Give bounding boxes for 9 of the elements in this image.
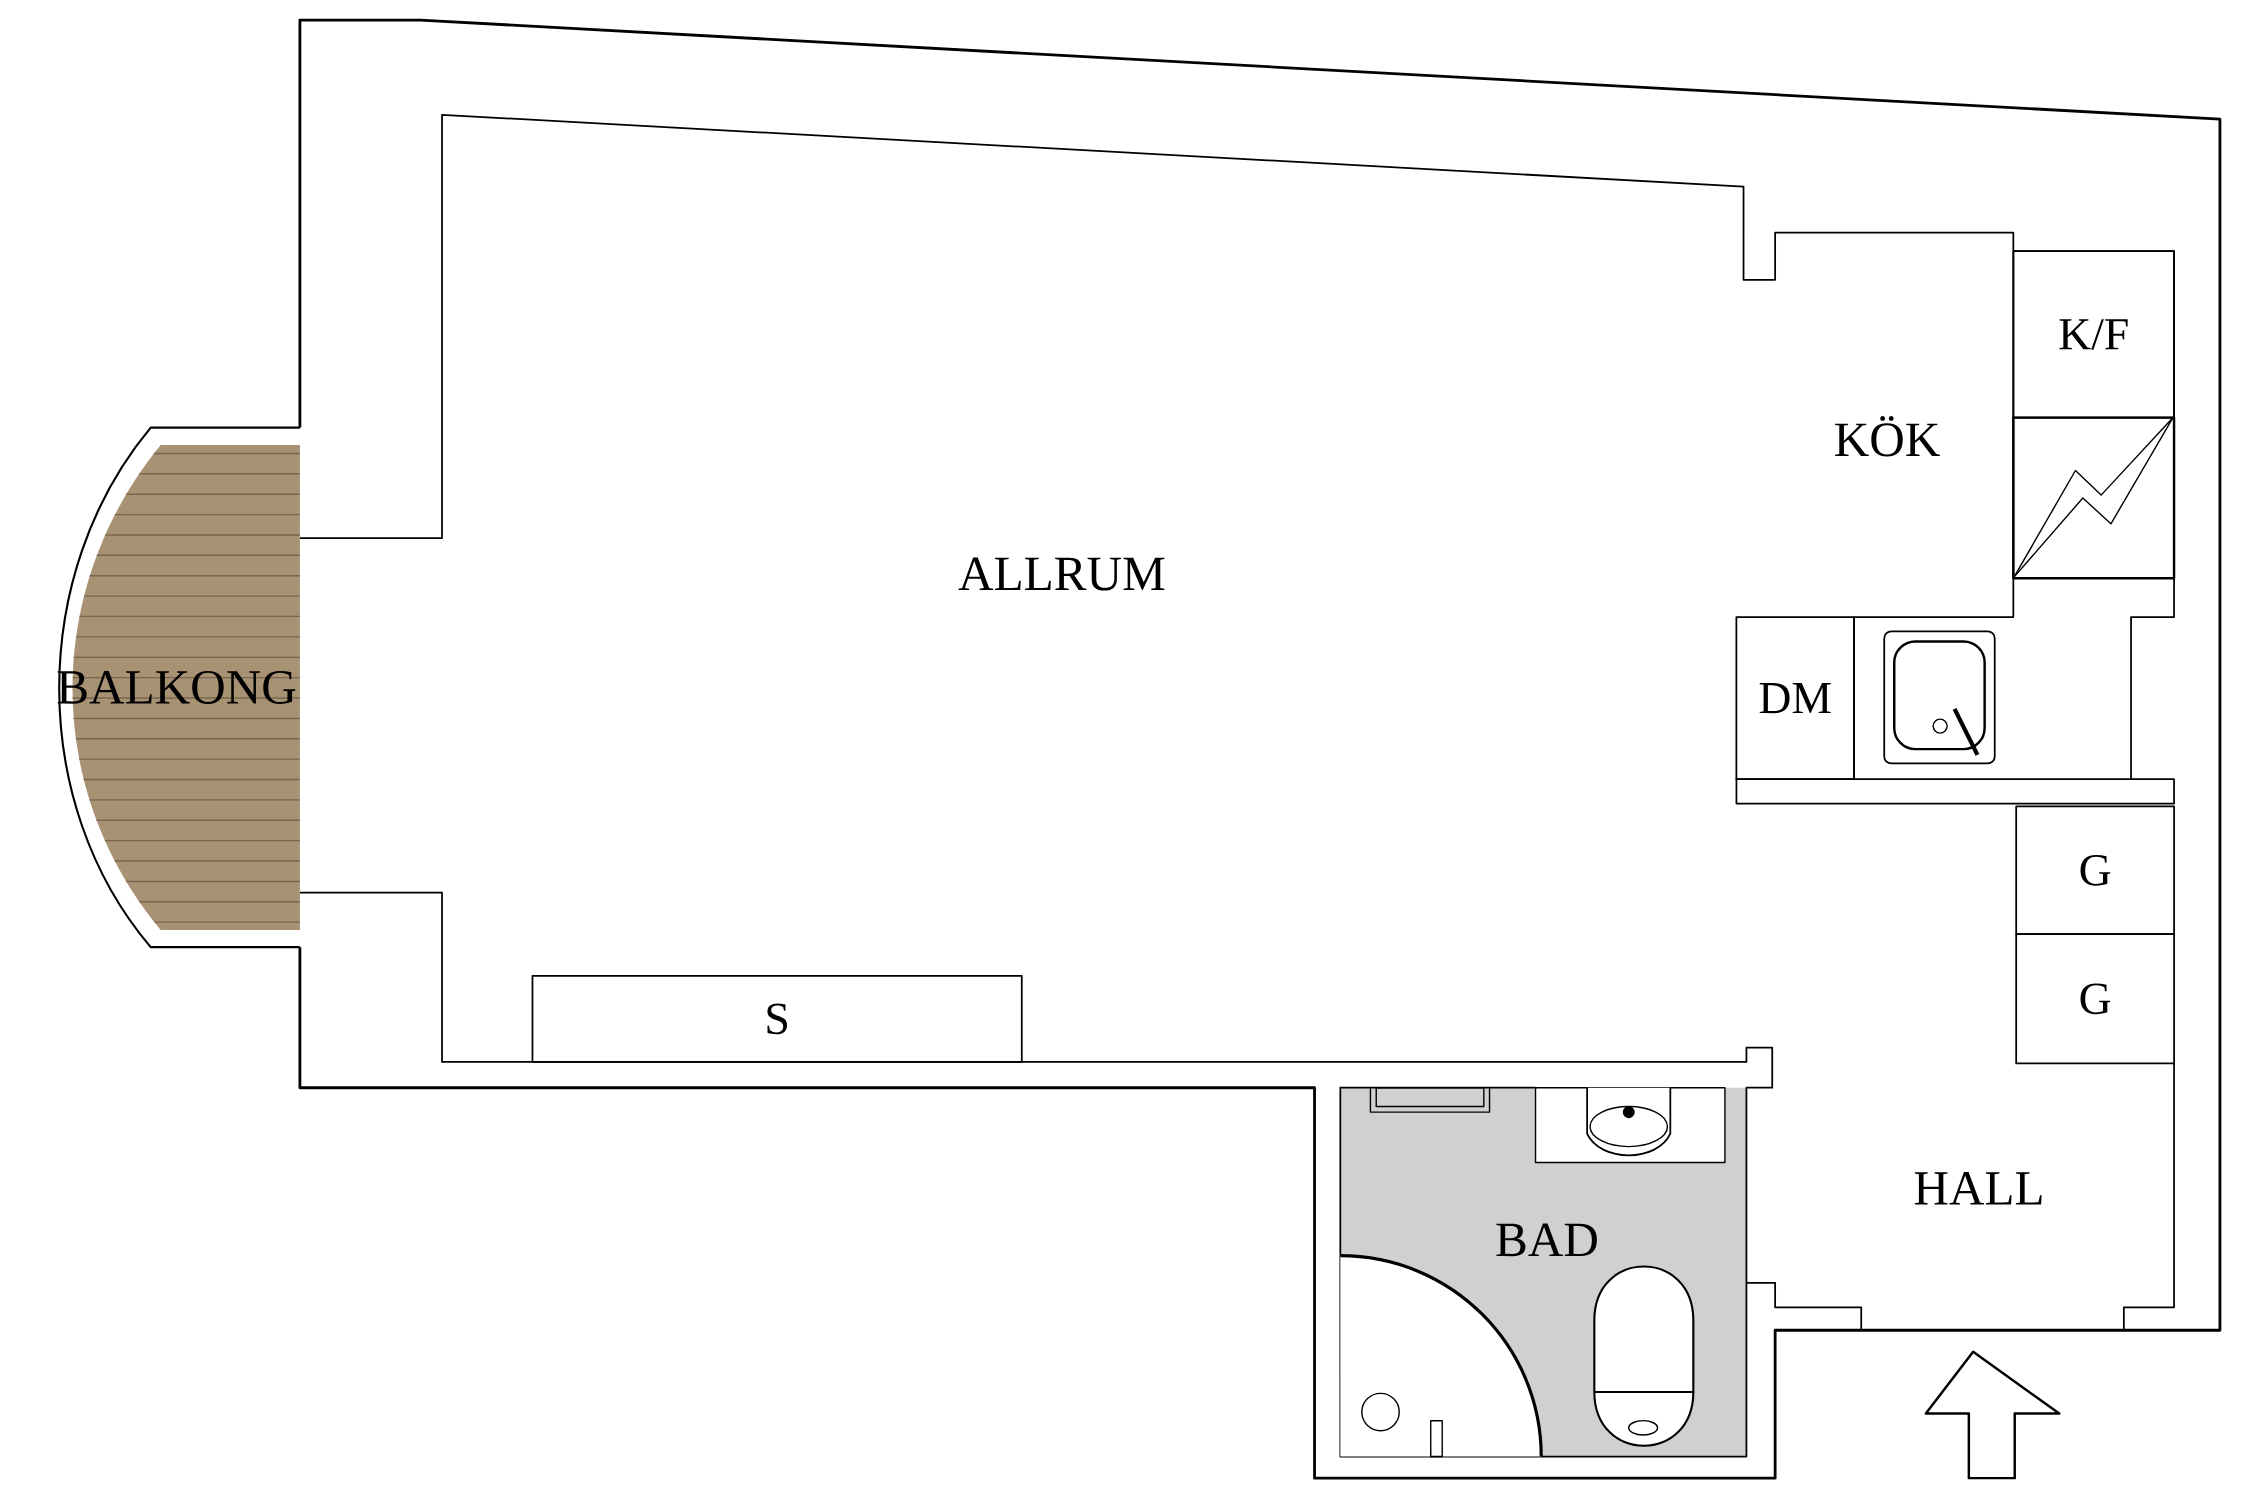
room-label: HALL: [1914, 1171, 2042, 1205]
room-label: BAD: [1496, 1223, 1597, 1257]
cabinet-box: S: [531, 975, 1023, 1063]
cabinet-box: DM: [1735, 616, 1855, 781]
cabinet-box: K/F: [2012, 250, 2175, 419]
room-label: KÖK: [1835, 416, 1940, 457]
cabinet-box: G: [2015, 933, 2175, 1065]
room-label: ALLRUM: [958, 557, 1165, 591]
cabinet-box: G: [2015, 805, 2175, 936]
